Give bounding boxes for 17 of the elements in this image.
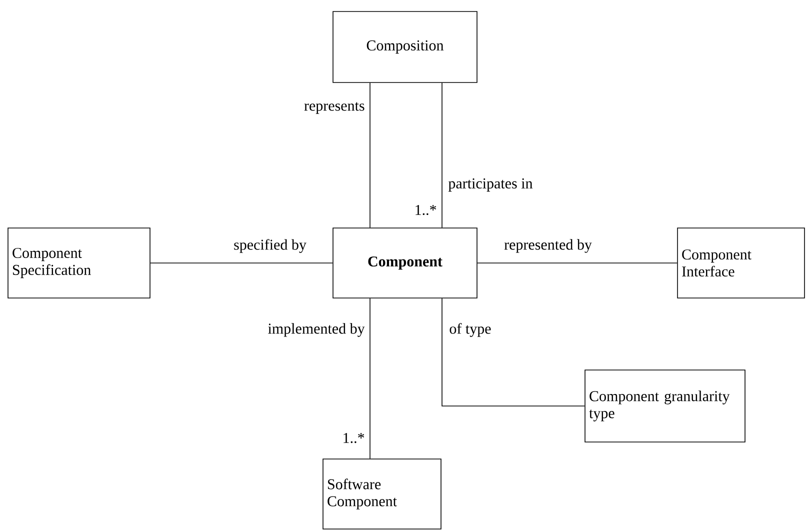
edge-label: represents	[303, 101, 366, 115]
entity-box: Software Component	[322, 458, 442, 530]
entity-box: Component Specification	[8, 228, 150, 298]
association-line	[442, 298, 585, 406]
edge-label: represented by	[503, 238, 593, 254]
multiplicity-label: 1..*	[413, 204, 438, 216]
entity-box: Component granularity type	[584, 370, 746, 442]
association-line	[150, 262, 333, 264]
edge-label: specified by	[232, 238, 308, 254]
entity-box: Component Interface	[677, 228, 805, 298]
edge-label: participates in	[447, 177, 534, 193]
association-line	[477, 262, 678, 264]
edge-label: implemented by	[266, 322, 366, 338]
entity-box: Component	[332, 228, 478, 298]
entity-box: Composition	[332, 11, 478, 83]
edge-label: of type	[448, 322, 492, 338]
multiplicity-label: 1..*	[341, 432, 366, 444]
